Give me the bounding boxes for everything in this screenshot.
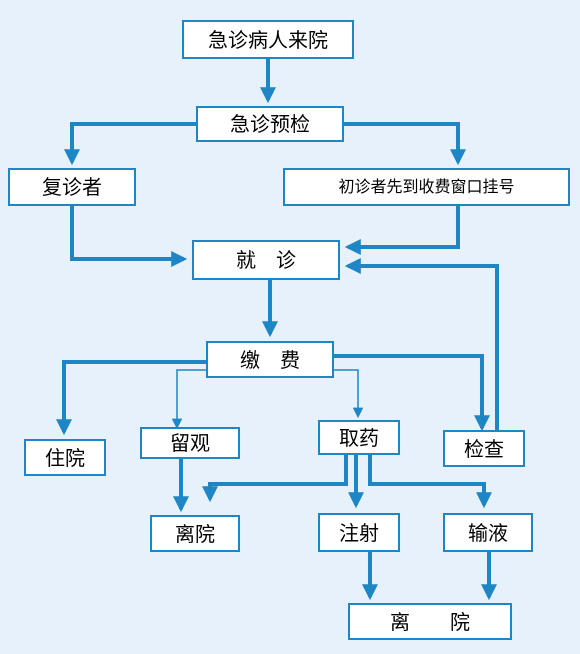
node-payment: 缴 费 (206, 341, 334, 378)
arrow-payment-to-examination (334, 354, 490, 432)
node-arrival: 急诊病人来院 (182, 20, 354, 59)
node-leave-2: 离 院 (348, 603, 512, 640)
arrow-return-visit-to-consultation (70, 206, 188, 267)
arrow-first-visit-to-consultation (344, 206, 460, 255)
node-triage: 急诊预检 (196, 106, 344, 142)
arrow-pharmacy-to-infusion (368, 455, 492, 509)
arrow-payment-to-pharmacy (334, 369, 364, 419)
node-examination: 检查 (443, 430, 525, 467)
node-return-visit: 复诊者 (8, 168, 136, 206)
arrow-triage-to-return-visit (64, 122, 196, 166)
arrow-triage-to-first-visit (344, 122, 466, 166)
node-injection: 注射 (318, 513, 400, 552)
arrow-payment-to-observation (171, 369, 206, 430)
node-consultation: 就 诊 (192, 240, 340, 280)
arrow-examination-to-consultation (344, 258, 499, 430)
node-observation: 留观 (140, 427, 240, 459)
arrow-pharmacy-to-leave-1 (202, 455, 348, 503)
arrow-payment-to-hospitalization (56, 360, 206, 436)
node-infusion: 输液 (443, 513, 533, 552)
node-hospitalization: 住院 (24, 439, 106, 476)
node-pharmacy: 取药 (318, 420, 400, 455)
node-first-visit: 初诊者先到收费窗口挂号 (283, 168, 570, 206)
node-leave-1: 离院 (150, 515, 240, 552)
